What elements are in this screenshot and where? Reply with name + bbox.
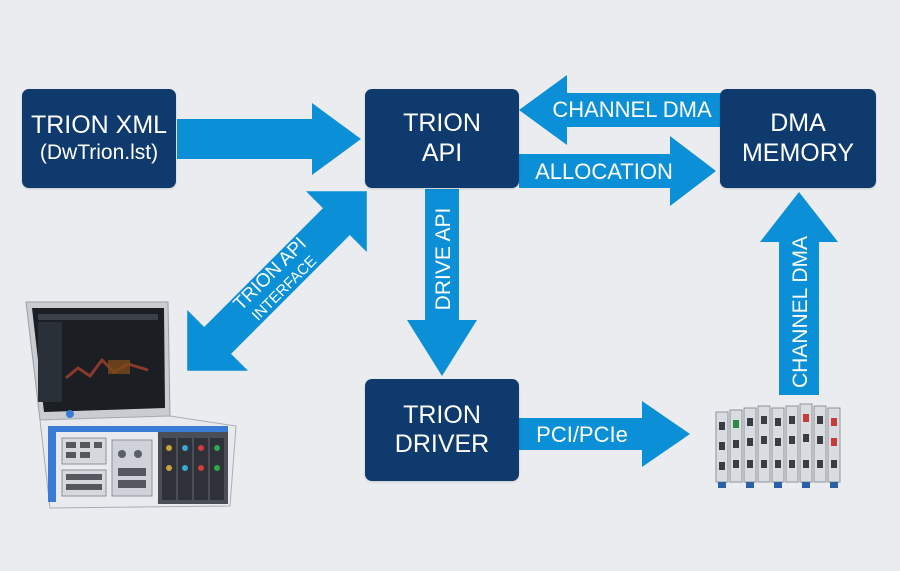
trion-driver-box: TRION DRIVER xyxy=(365,379,519,481)
laptop-data-acquisition-device-icon xyxy=(25,301,237,509)
trion-xml-subtitle: (DwTrion.lst) xyxy=(39,140,159,164)
arrow-label-channel-dma-top: CHANNEL DMA xyxy=(552,97,712,122)
trion-xml-box: TRION XML (DwTrion.lst) xyxy=(22,89,176,188)
trion-xml-title: TRION XML xyxy=(30,111,168,140)
trion-api-line2: API xyxy=(421,138,463,167)
arrow-label-pci: PCI/PCIe xyxy=(536,422,628,447)
arrow-pci xyxy=(519,401,690,467)
arrow-drive-api xyxy=(407,189,477,376)
arrow-label-allocation: ALLOCATION xyxy=(535,159,673,184)
dma-memory-box: DMA MEMORY xyxy=(720,89,876,188)
trion-api-box: TRION API xyxy=(365,89,519,188)
arrow-label-drive-api: DRIVE API xyxy=(432,208,455,311)
arrow-xml-to-api xyxy=(177,103,361,175)
trion-driver-line1: TRION xyxy=(403,400,481,429)
arrow-allocation xyxy=(519,136,716,206)
trion-api-line1: TRION xyxy=(403,109,481,137)
trion-modules-icon xyxy=(715,403,841,488)
arrow-channel-dma-right xyxy=(760,192,838,395)
dma-memory-line2: MEMORY xyxy=(741,138,855,167)
arrow-channel-dma-top xyxy=(519,75,722,145)
dma-memory-line1: DMA xyxy=(770,109,826,137)
arrow-label-channel-dma-right: CHANNEL DMA xyxy=(789,236,812,388)
trion-driver-line2: DRIVER xyxy=(394,430,490,458)
